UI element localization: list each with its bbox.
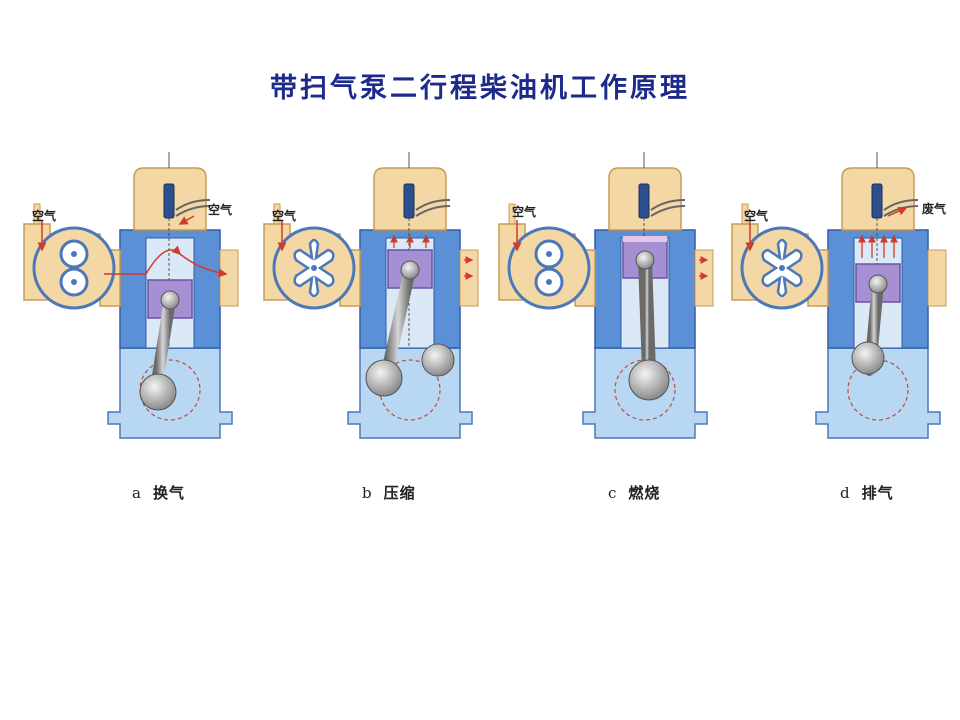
- stage-b-diagram: [262, 150, 480, 440]
- stage-b-caption: b 压缩: [362, 482, 416, 503]
- stage-d-top-right-label: 废气: [922, 201, 946, 216]
- stage-c-air-label: 空气: [512, 204, 536, 219]
- stage-d-diagram: [730, 150, 948, 440]
- stage-d-caption: d 排气: [840, 482, 894, 503]
- stage-letter: b: [362, 484, 372, 502]
- stage-a-top-right-label: 空气: [208, 202, 232, 217]
- stage-a-diagram: [22, 150, 240, 440]
- stage-c-caption: c 燃烧: [608, 482, 660, 503]
- stage-label: 压缩: [383, 484, 416, 502]
- stage-label: 换气: [152, 484, 185, 502]
- stage-b-air-label: 空气: [272, 208, 296, 223]
- stage-letter: a: [132, 484, 141, 502]
- diagram-title: 带扫气泵二行程柴油机工作原理: [270, 73, 690, 104]
- stage-a-caption: a 换气: [132, 482, 185, 503]
- stage-letter: d: [840, 484, 850, 502]
- stage-c-diagram: [497, 150, 715, 440]
- stage-label: 燃烧: [628, 484, 661, 502]
- stage-d-air-label: 空气: [744, 208, 768, 223]
- stage-a-air-label: 空气: [32, 208, 56, 223]
- stage-label: 排气: [861, 484, 894, 502]
- stage-letter: c: [608, 484, 617, 502]
